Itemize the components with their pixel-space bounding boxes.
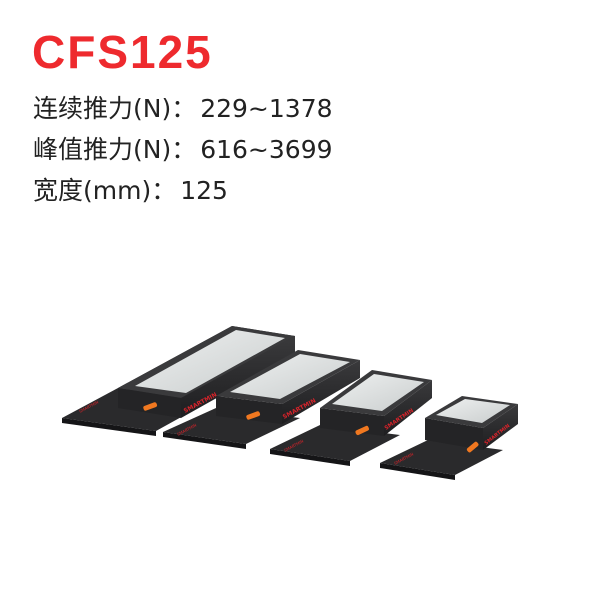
spec-value: 125 [180, 176, 228, 205]
motor-unit-1: SMARTMIN SMARTMIN [62, 326, 295, 436]
product-image: SMARTMIN SMARTMIN SMARTMIN SMARTMIN SMAR… [62, 326, 518, 480]
spec-list: 连续推力(N)：229~1378 峰值推力(N)：616~3699 宽度(mm)… [33, 88, 333, 211]
spec-label: 峰值推力(N)： [33, 135, 197, 164]
spec-peak-force: 峰值推力(N)：616~3699 [33, 129, 333, 170]
motor-unit-4: SMARTMIN SMARTMIN [380, 396, 518, 480]
motor-unit-2: SMARTMIN SMARTMIN [163, 350, 360, 449]
spec-value: 616~3699 [200, 135, 333, 164]
spec-width: 宽度(mm)：125 [33, 170, 333, 211]
motor-unit-3: SMARTMIN SMARTMIN [270, 370, 432, 466]
spec-value: 229~1378 [200, 94, 333, 123]
spec-label: 连续推力(N)： [33, 94, 197, 123]
spec-label: 宽度(mm)： [33, 176, 177, 205]
spec-continuous-force: 连续推力(N)：229~1378 [33, 88, 333, 129]
product-title: CFS125 [32, 26, 213, 78]
